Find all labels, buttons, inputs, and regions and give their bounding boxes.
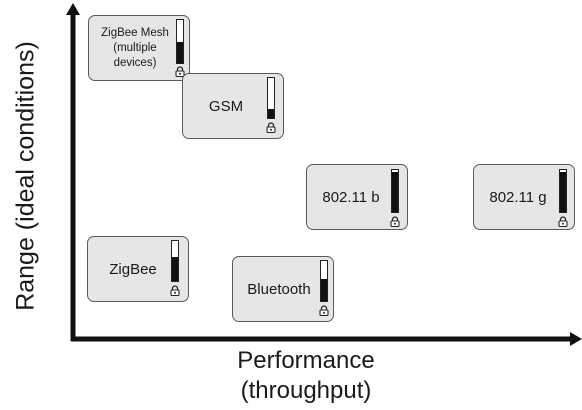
y-axis-label: Range (ideal conditions) bbox=[11, 41, 40, 311]
lock-icon bbox=[390, 216, 400, 227]
signal-meter bbox=[320, 260, 328, 302]
card-gsm: GSM bbox=[182, 73, 284, 139]
lock-icon bbox=[319, 305, 329, 316]
card-label: ZigBee Mesh (multiple devices) bbox=[101, 26, 169, 69]
y-axis-arrow-icon bbox=[66, 3, 80, 15]
lock-icon bbox=[170, 285, 180, 296]
card-label: 802.11 g bbox=[489, 188, 547, 206]
signal-meter bbox=[171, 240, 179, 282]
signal-meter-fill bbox=[321, 279, 327, 301]
signal-meter-fill bbox=[177, 41, 183, 63]
card-label: 802.11 b bbox=[322, 188, 380, 206]
x-axis-arrow-icon bbox=[570, 332, 582, 346]
signal-meter bbox=[176, 19, 184, 64]
x-axis-label: Performance (throughput) bbox=[206, 346, 406, 406]
signal-meter bbox=[391, 169, 399, 213]
card-bluetooth: Bluetooth bbox=[232, 256, 334, 322]
card-802-11b: 802.11 b bbox=[306, 164, 408, 230]
card-label: Bluetooth bbox=[247, 280, 311, 298]
card-zigbee-mesh: ZigBee Mesh (multiple devices) bbox=[88, 15, 190, 81]
signal-meter-fill bbox=[392, 172, 398, 212]
card-label: GSM bbox=[208, 97, 244, 115]
x-axis-label-line1: Performance bbox=[237, 347, 375, 374]
lock-icon bbox=[266, 122, 276, 133]
lock-icon bbox=[558, 216, 568, 227]
signal-meter bbox=[267, 77, 275, 119]
signal-meter-fill bbox=[268, 109, 274, 118]
lock-icon bbox=[175, 66, 185, 77]
card-zigbee: ZigBee bbox=[87, 236, 189, 302]
signal-meter-fill bbox=[560, 172, 566, 212]
card-802-11g: 802.11 g bbox=[473, 164, 575, 230]
x-axis-label-line2: (throughput) bbox=[240, 377, 372, 404]
signal-meter bbox=[559, 169, 567, 213]
signal-meter-fill bbox=[172, 257, 178, 281]
card-label: ZigBee bbox=[109, 260, 157, 278]
